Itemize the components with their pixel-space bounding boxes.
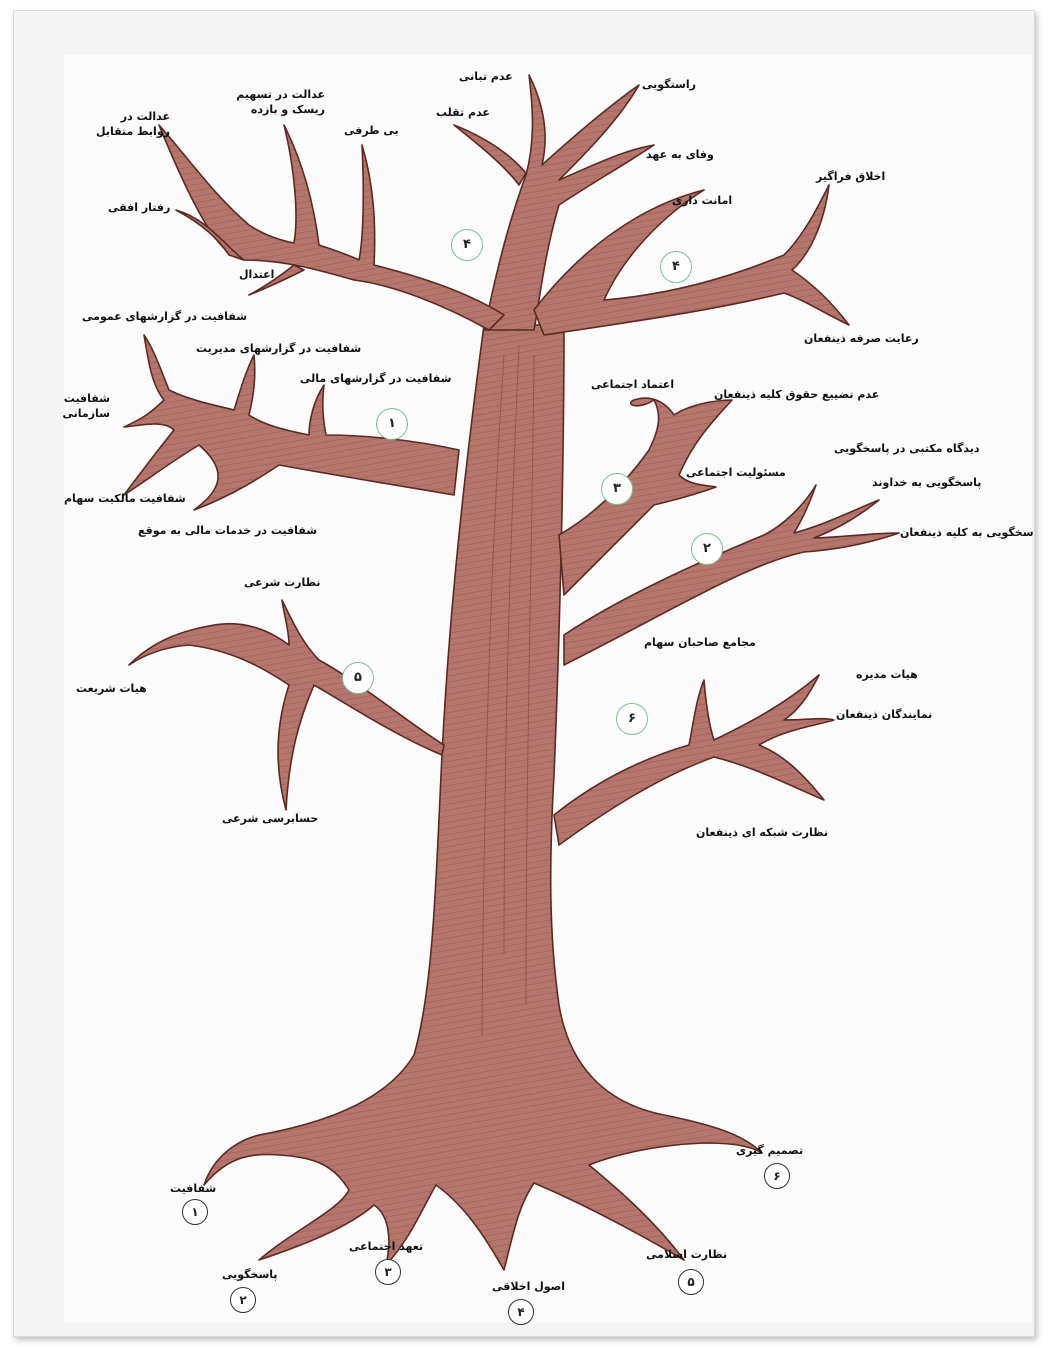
branch-number-right-3: ۳ (601, 473, 633, 505)
branch-number-left-5: ۵ (342, 662, 374, 694)
label-stakeholder-rights: عدم تضییع حقوق کلیه ذینفعان (714, 387, 879, 402)
label-accountable-god: پاسخگویی به خداوند (872, 475, 981, 490)
label-reflexive-view: دیدگاه مکتبی در پاسخگویی (834, 441, 980, 456)
label-inclusive-ethics: اخلاق فراگیر (816, 169, 885, 184)
branch-left-1 (124, 335, 459, 510)
root-number-islamic-oversight: ۵ (678, 1269, 704, 1295)
label-justice-risk: عدالت در تسهیم ریسک و بازده (229, 87, 325, 117)
root-number-social-commitment: ۳ (375, 1259, 401, 1285)
label-honesty: راستگویی (642, 77, 696, 92)
branch-number-left-1: ۱ (376, 408, 408, 440)
label-social-trust: اعتماد اجتماعی (591, 377, 674, 392)
root-label-islamic-oversight: نظارت اسلامی (646, 1247, 727, 1262)
branch-upper-left (159, 125, 504, 330)
label-org-transparency: شفافیت سازمانی (64, 391, 110, 421)
label-justice-relations: عدالت در روابط متقابل (90, 109, 170, 139)
label-impartiality: بی طرفی (344, 123, 399, 138)
label-moderation: اعتدال (239, 267, 274, 282)
branch-top-small (454, 125, 526, 185)
tree-illustration (64, 55, 1032, 1323)
root-label-decision-making: تصمیم گیری (736, 1143, 803, 1158)
label-horizontal: رفتار افقی (108, 200, 170, 215)
root-number-ethical-principles: ۴ (508, 1299, 534, 1325)
label-stakeholder-welfare: رعایت صرفه ذینفعان (804, 331, 919, 346)
label-shareholders: مجامع صاحبان سهام (644, 635, 756, 650)
label-sharia-audit: حسابرسی شرعی (222, 811, 318, 826)
label-stakeholder-reps: نمایندگان ذینفعان (836, 707, 932, 722)
label-accountable-all: سخگویی به کلیه ذینفعان (900, 525, 1034, 540)
root-number-transparency: ۱ (182, 1199, 208, 1225)
branch-left-5 (129, 600, 444, 810)
label-no-fraud: عدم تقلب (436, 105, 490, 120)
label-mgmt-reports: شفافیت در گزارشهای مدیریت (196, 341, 361, 356)
label-sharia-oversight: نظارت شرعی (244, 575, 321, 590)
document-frame: عدم تبانی عدم تقلب راستگویی وفای به عهد … (13, 10, 1035, 1337)
label-trustworthiness: امانت داری (672, 193, 732, 208)
label-timely-services: شفافیت در خدمات مالی به موقع (138, 523, 317, 538)
label-promise: وفای به عهد (646, 147, 714, 162)
root-number-decision-making: ۶ (764, 1163, 790, 1189)
label-public-reports: شفافیت در گزارشهای عمومی (82, 309, 247, 324)
label-financial-reports: شفافیت در گزارشهای مالی (300, 371, 452, 386)
branch-number-upper-right: ۴ (660, 251, 692, 283)
label-no-collusion: عدم تبانی (459, 69, 513, 84)
root-label-accountability: پاسخگویی (222, 1267, 278, 1282)
branch-right-6 (554, 675, 834, 845)
root-number-accountability: ۲ (230, 1287, 256, 1313)
paper-sheet: عدم تبانی عدم تقلب راستگویی وفای به عهد … (64, 55, 1032, 1323)
label-board: هیات مدیره (856, 667, 918, 682)
branch-number-top: ۴ (451, 229, 483, 261)
branch-number-right-6: ۶ (616, 703, 648, 735)
label-ownership: شفافیت مالکیت سهام (64, 491, 186, 506)
label-sharia-board: هیات شریعت (76, 681, 147, 696)
label-social-responsibility: مسئولیت اجتماعی (686, 465, 786, 480)
root-label-transparency: شفافیت (170, 1181, 216, 1196)
root-label-social-commitment: تعهد اجتماعی (349, 1239, 423, 1254)
root-label-ethical-principles: اصول اخلاقی (492, 1279, 565, 1294)
label-network-oversight: نظارت شبکه ای ذینفعان (696, 825, 828, 840)
branch-number-right-2: ۲ (691, 533, 723, 565)
